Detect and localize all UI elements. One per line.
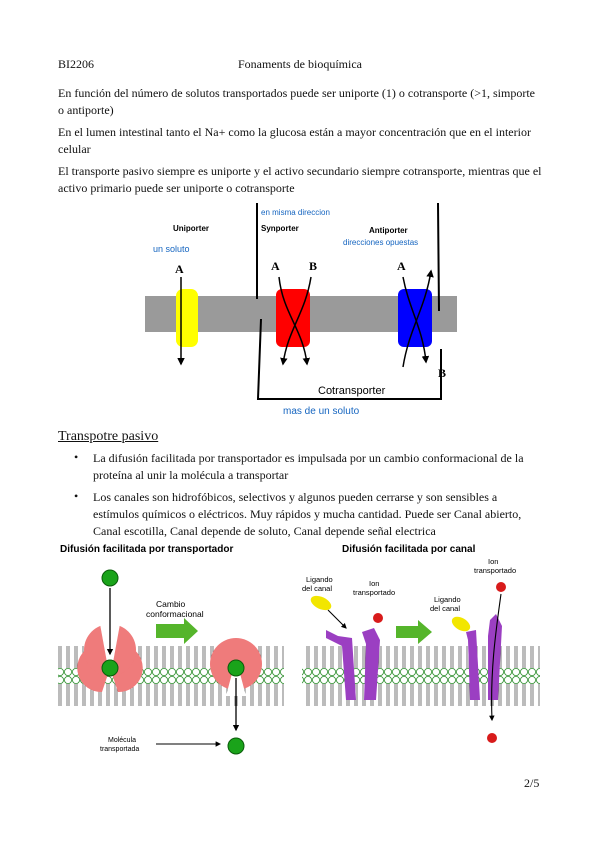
antiporter-title: Antiporter xyxy=(369,226,408,235)
ion-1 xyxy=(373,613,383,623)
antiporter-label-a: A xyxy=(397,259,406,273)
multiple-solutes-note: mas de un soluto xyxy=(283,406,360,417)
synporter-note: en misma direccion xyxy=(261,208,330,217)
synporter-label-a: A xyxy=(271,259,280,273)
ion-label-1-line2: transportado xyxy=(353,588,395,597)
synporter-title: Synporter xyxy=(261,224,299,233)
molecule-label-line1: Molécula xyxy=(108,737,136,744)
paragraph-transport-count: En función del número de solutos transpo… xyxy=(58,86,535,117)
channel-closed xyxy=(326,628,380,700)
molecule-bound xyxy=(101,659,119,677)
antiporter-arrow-down xyxy=(402,276,430,364)
header-code: BI2206 xyxy=(58,57,94,71)
header-title: Fonaments de bioquímica xyxy=(238,57,362,71)
lipid-bilayer-right xyxy=(302,640,540,708)
ion-label-2-line1: Ion xyxy=(488,557,498,566)
ligand-label-2-line2: del canal xyxy=(430,604,460,613)
conformational-change-line1: Cambio xyxy=(156,599,186,609)
ligand-2 xyxy=(451,616,471,632)
ligand-1 xyxy=(310,595,332,611)
antiporter-arrow-up xyxy=(402,269,434,368)
uniporter-title: Uniporter xyxy=(173,224,209,233)
cotransporter-label: Cotransporter xyxy=(318,385,386,397)
section-title: Transpotre pasivo xyxy=(58,429,159,444)
ligand-label-1-line2: del canal xyxy=(302,584,332,593)
ion-2-bottom xyxy=(487,733,497,743)
synporter-arrow-a xyxy=(278,276,311,366)
bullet-marker: • xyxy=(74,450,79,464)
antiporter-note: direcciones opuestas xyxy=(343,238,418,247)
synporter-label-b: B xyxy=(309,259,317,273)
ion-label-2-line2: transportado xyxy=(474,566,516,575)
bullet-marker: • xyxy=(74,489,79,503)
channel-open xyxy=(466,614,502,700)
molecule-bottom xyxy=(227,737,245,755)
molecule-label-line2: transportada xyxy=(100,746,139,753)
channel-diffusion-title: Difusión facilitada por canal xyxy=(342,544,476,555)
transporter-types-figure: Uniporter un soluto A en misma direccion… xyxy=(133,199,457,421)
uniporter-protein xyxy=(176,289,198,347)
uniporter-label-a: A xyxy=(175,262,184,276)
paragraph-intestinal-lumen: En el lumen intestinal tanto el Na+ como… xyxy=(58,125,531,156)
conformational-change-arrow xyxy=(156,618,198,644)
antiporter-label-b: B xyxy=(438,366,446,380)
carrier-diffusion-title: Difusión facilitada por transportador xyxy=(60,544,233,555)
ion-2-top xyxy=(496,582,506,592)
ligand-label-2-line1: Ligando xyxy=(434,595,461,604)
conformational-change-line2: conformacional xyxy=(146,609,204,619)
cotransporter-bracket xyxy=(256,202,442,400)
synporter-protein xyxy=(276,289,310,347)
bullet-channels: Los canales son hidrofóbicos, selectivos… xyxy=(93,490,522,538)
molecule-released xyxy=(227,659,245,677)
uniporter-note: un soluto xyxy=(153,244,190,254)
ion-label-1-line1: Ion xyxy=(369,579,379,588)
facilitated-diffusion-figure: Difusión facilitada por transportador Ca… xyxy=(56,540,542,762)
page-number: 2/5 xyxy=(524,776,540,790)
synporter-arrow-b xyxy=(280,276,312,366)
channel-activation-arrow xyxy=(396,620,432,644)
ion-path-arrow xyxy=(489,593,502,722)
paragraph-passive-active: El transporte pasivo siempre es uniporte… xyxy=(58,164,542,195)
ligand-label-1-line1: Ligando xyxy=(306,575,333,584)
bullet-carrier-diffusion: La difusión facilitada por transportador… xyxy=(93,451,524,482)
molecule-top xyxy=(101,569,119,587)
